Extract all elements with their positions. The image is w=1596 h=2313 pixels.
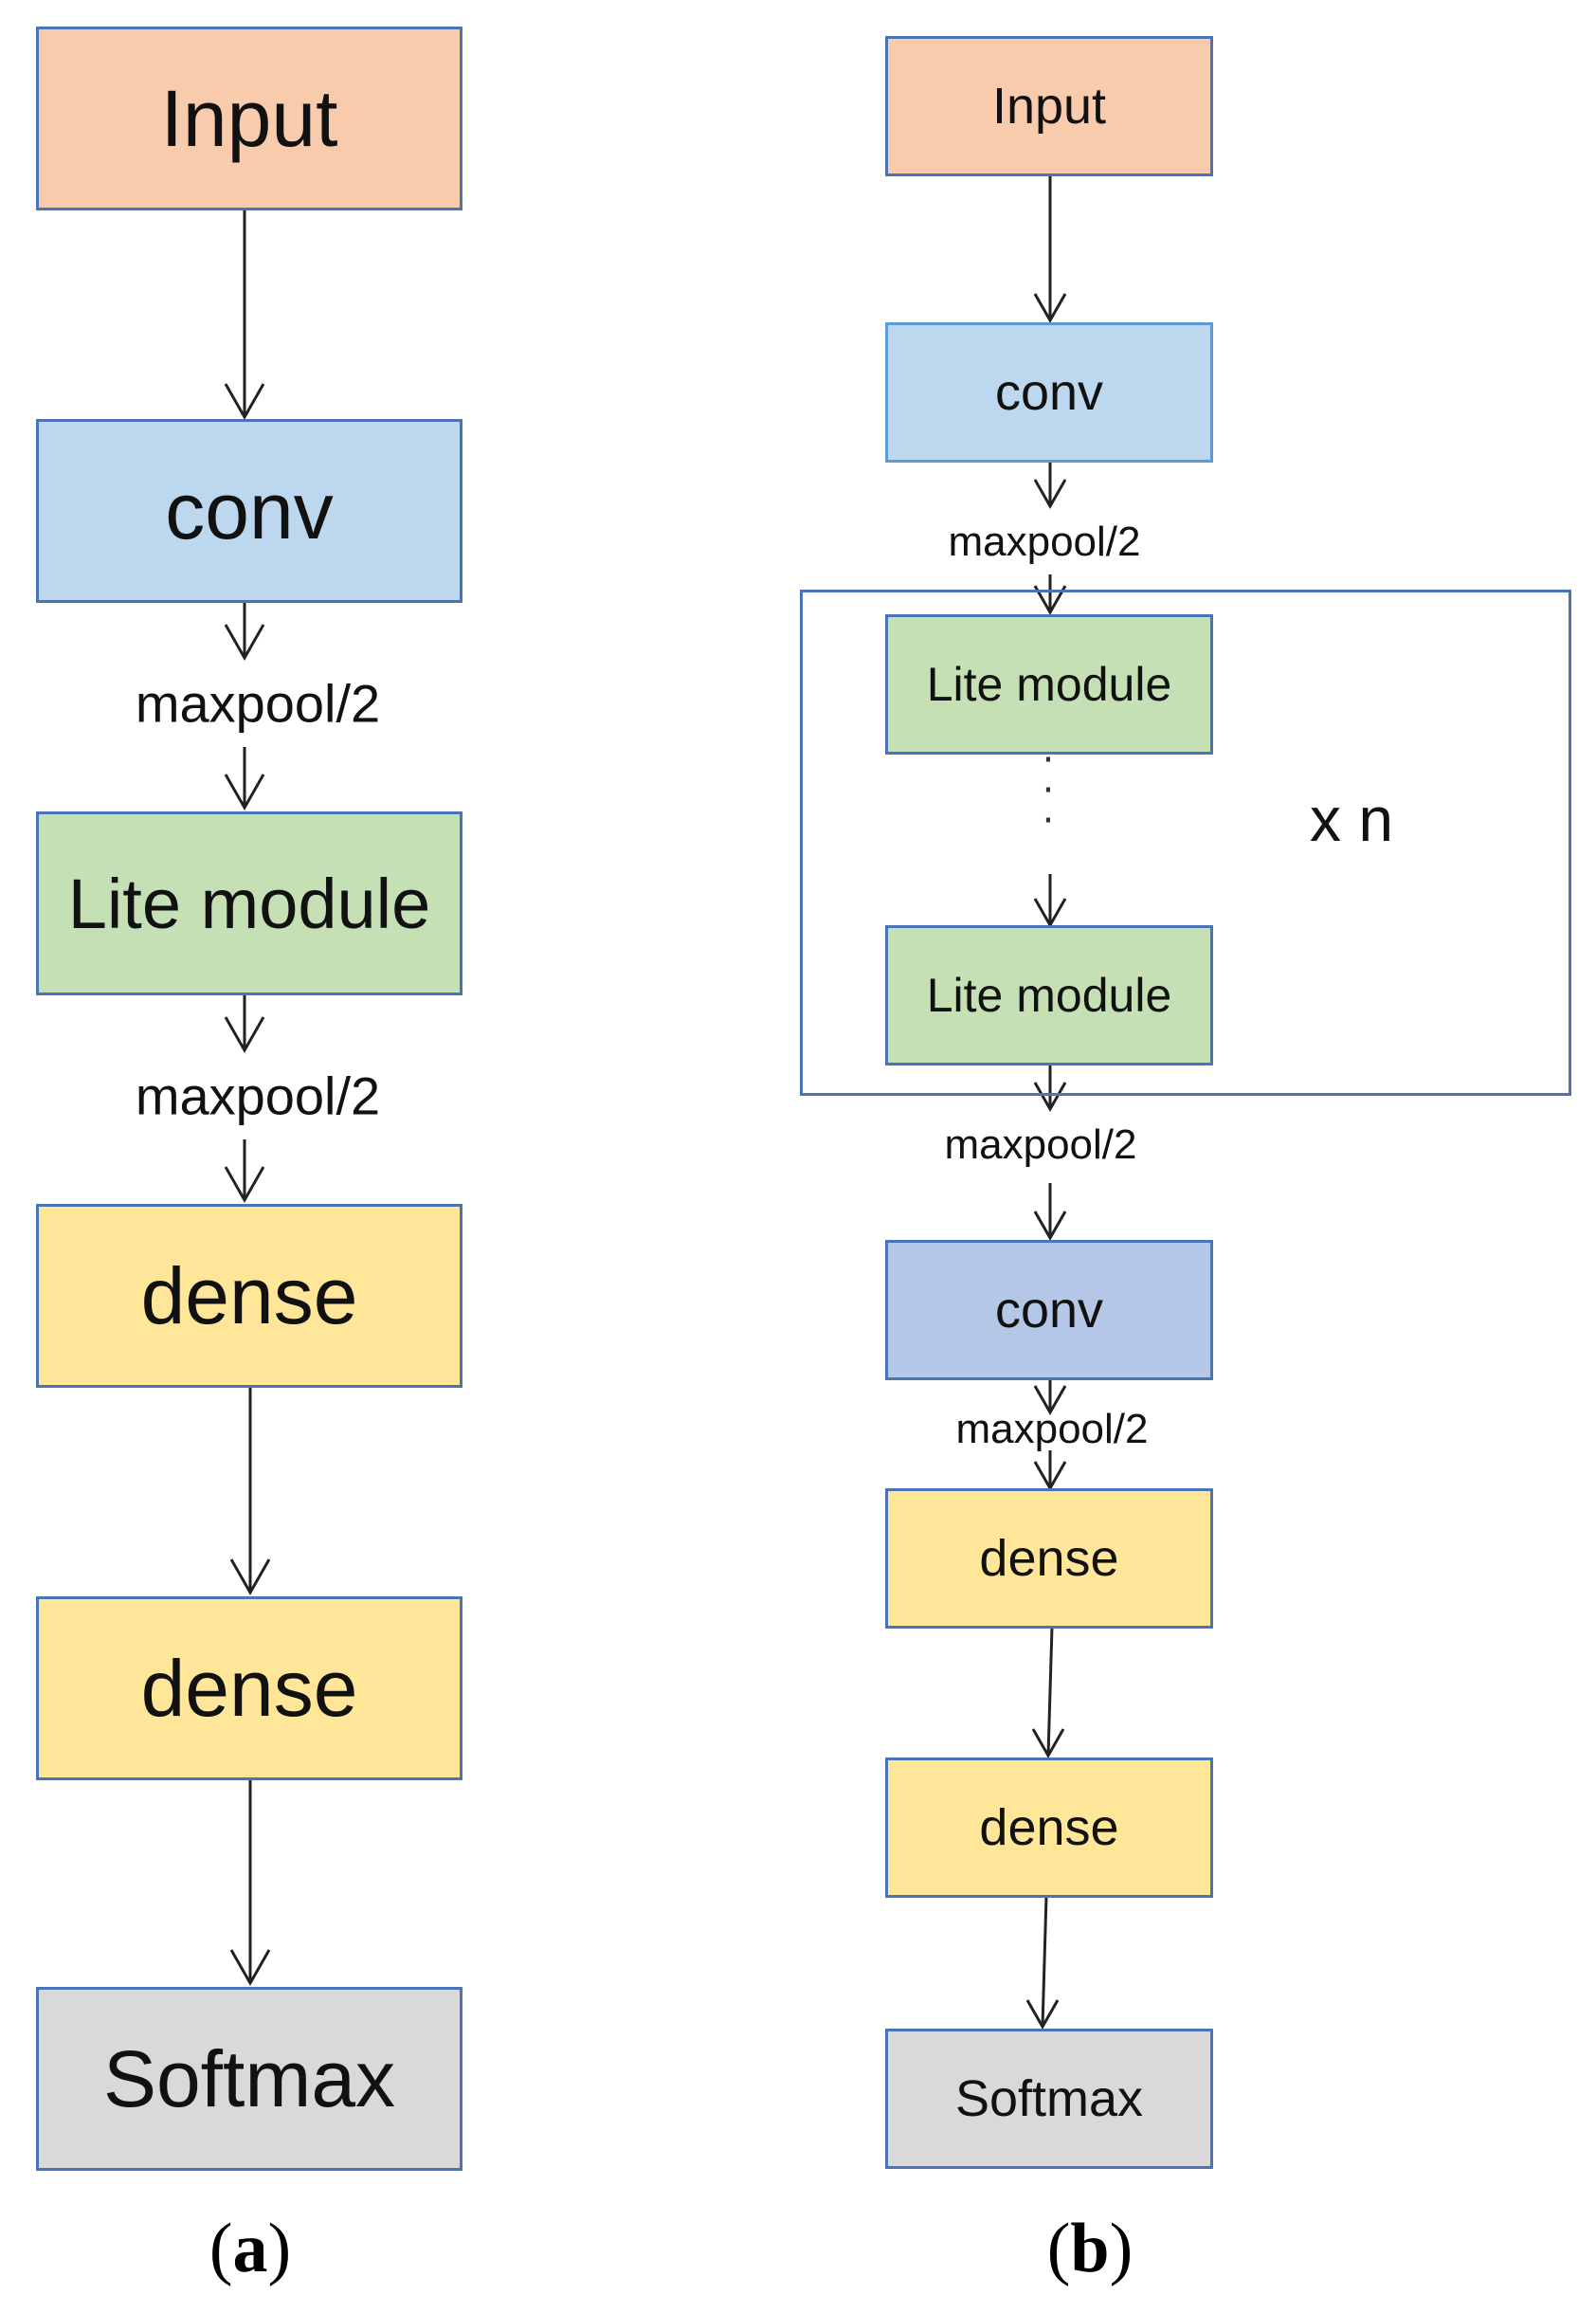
panel-b-dense-box-1: dense [885, 1488, 1213, 1629]
panel-b-lite-module-box-2: Lite module [885, 925, 1213, 1065]
panel-a-input-box: Input [36, 27, 462, 210]
panel-b-repeat-frame [800, 590, 1571, 1096]
panel-b-conv-label-1: conv [994, 364, 1104, 421]
panel-a-softmax-label: Softmax [102, 2033, 396, 2123]
panel-b-input-label: Input [991, 78, 1107, 135]
panel-a-softmax-box: Softmax [36, 1987, 462, 2171]
panel-b-maxpool-label-1: maxpool/2 [944, 519, 1145, 566]
panel-b-dense-box-2: dense [885, 1758, 1213, 1898]
panel-b-lite-module-label-1: Lite module [926, 658, 1172, 711]
panel-a-input-label: Input [160, 73, 338, 163]
panel-a-lite-module-box: Lite module [36, 811, 462, 995]
panel-b-caption-letter: b [1070, 2210, 1110, 2287]
arrow-b-dense-to-softmax [1041, 1895, 1048, 2028]
panel-b-caption-close: ) [1109, 2210, 1134, 2287]
panel-b-dense-label-2: dense [979, 1799, 1119, 1856]
panel-b-caption: (b) [1047, 2209, 1133, 2289]
panel-a-maxpool-label-1: maxpool/2 [131, 672, 385, 735]
panel-b-dense-label-1: dense [979, 1530, 1119, 1587]
panel-b-conv-box-1: conv [885, 322, 1213, 463]
arrowhead [229, 1949, 271, 1987]
arrowhead [224, 383, 265, 421]
arrowhead [1033, 479, 1067, 510]
arrowhead [1033, 1211, 1067, 1242]
panel-b-conv-box-2: conv [885, 1240, 1213, 1380]
panel-a-dense-label-2: dense [140, 1643, 358, 1733]
arrowhead [224, 1016, 265, 1054]
arrowhead [1033, 1082, 1067, 1113]
arrowhead [1033, 585, 1067, 616]
arrowhead [1033, 1385, 1067, 1416]
panel-b-lite-module-box-1: Lite module [885, 614, 1213, 755]
panel-b-lite-module-label-2: Lite module [926, 969, 1172, 1022]
panel-a-arrows [224, 210, 271, 1987]
panel-a-maxpool-label-2: maxpool/2 [131, 1065, 385, 1127]
panel-a-caption: (a) [209, 2209, 291, 2289]
arrowhead [224, 1166, 265, 1204]
panel-b-ellipsis-dots: ··· [1042, 738, 1055, 843]
panel-b-arrows [1025, 176, 1067, 2031]
arrowhead [1031, 1728, 1065, 1759]
arrowhead [224, 624, 265, 662]
panel-a-caption-letter: a [232, 2210, 268, 2287]
panel-a-lite-module-label: Lite module [67, 864, 431, 943]
panel-a-conv-label: conv [165, 465, 334, 555]
panel-b-caption-open: ( [1046, 2210, 1071, 2287]
panel-b-repeat-label: x n [1309, 784, 1394, 854]
arrowhead [229, 1558, 271, 1596]
panel-b-input-box: Input [885, 36, 1213, 176]
arrowhead [1033, 293, 1067, 324]
panel-a-dense-box-1: dense [36, 1204, 462, 1388]
panel-a-dense-box-2: dense [36, 1596, 462, 1780]
arrow-b-dense-to-dense [1046, 1626, 1054, 1757]
panel-a-caption-open: ( [209, 2210, 233, 2287]
panel-b-softmax-label: Softmax [954, 2070, 1144, 2127]
panel-b-softmax-box: Softmax [885, 2029, 1213, 2169]
panel-a-conv-box: conv [36, 419, 462, 603]
panel-a-dense-label-1: dense [140, 1250, 358, 1340]
panel-b-maxpool-label-3: maxpool/2 [955, 1406, 1149, 1452]
arrowhead [224, 774, 265, 811]
panel-b-conv-label-2: conv [994, 1282, 1104, 1339]
panel-a-caption-close: ) [267, 2210, 292, 2287]
arrowhead [1025, 1999, 1060, 2031]
panel-b-maxpool-label-2: maxpool/2 [940, 1121, 1141, 1169]
